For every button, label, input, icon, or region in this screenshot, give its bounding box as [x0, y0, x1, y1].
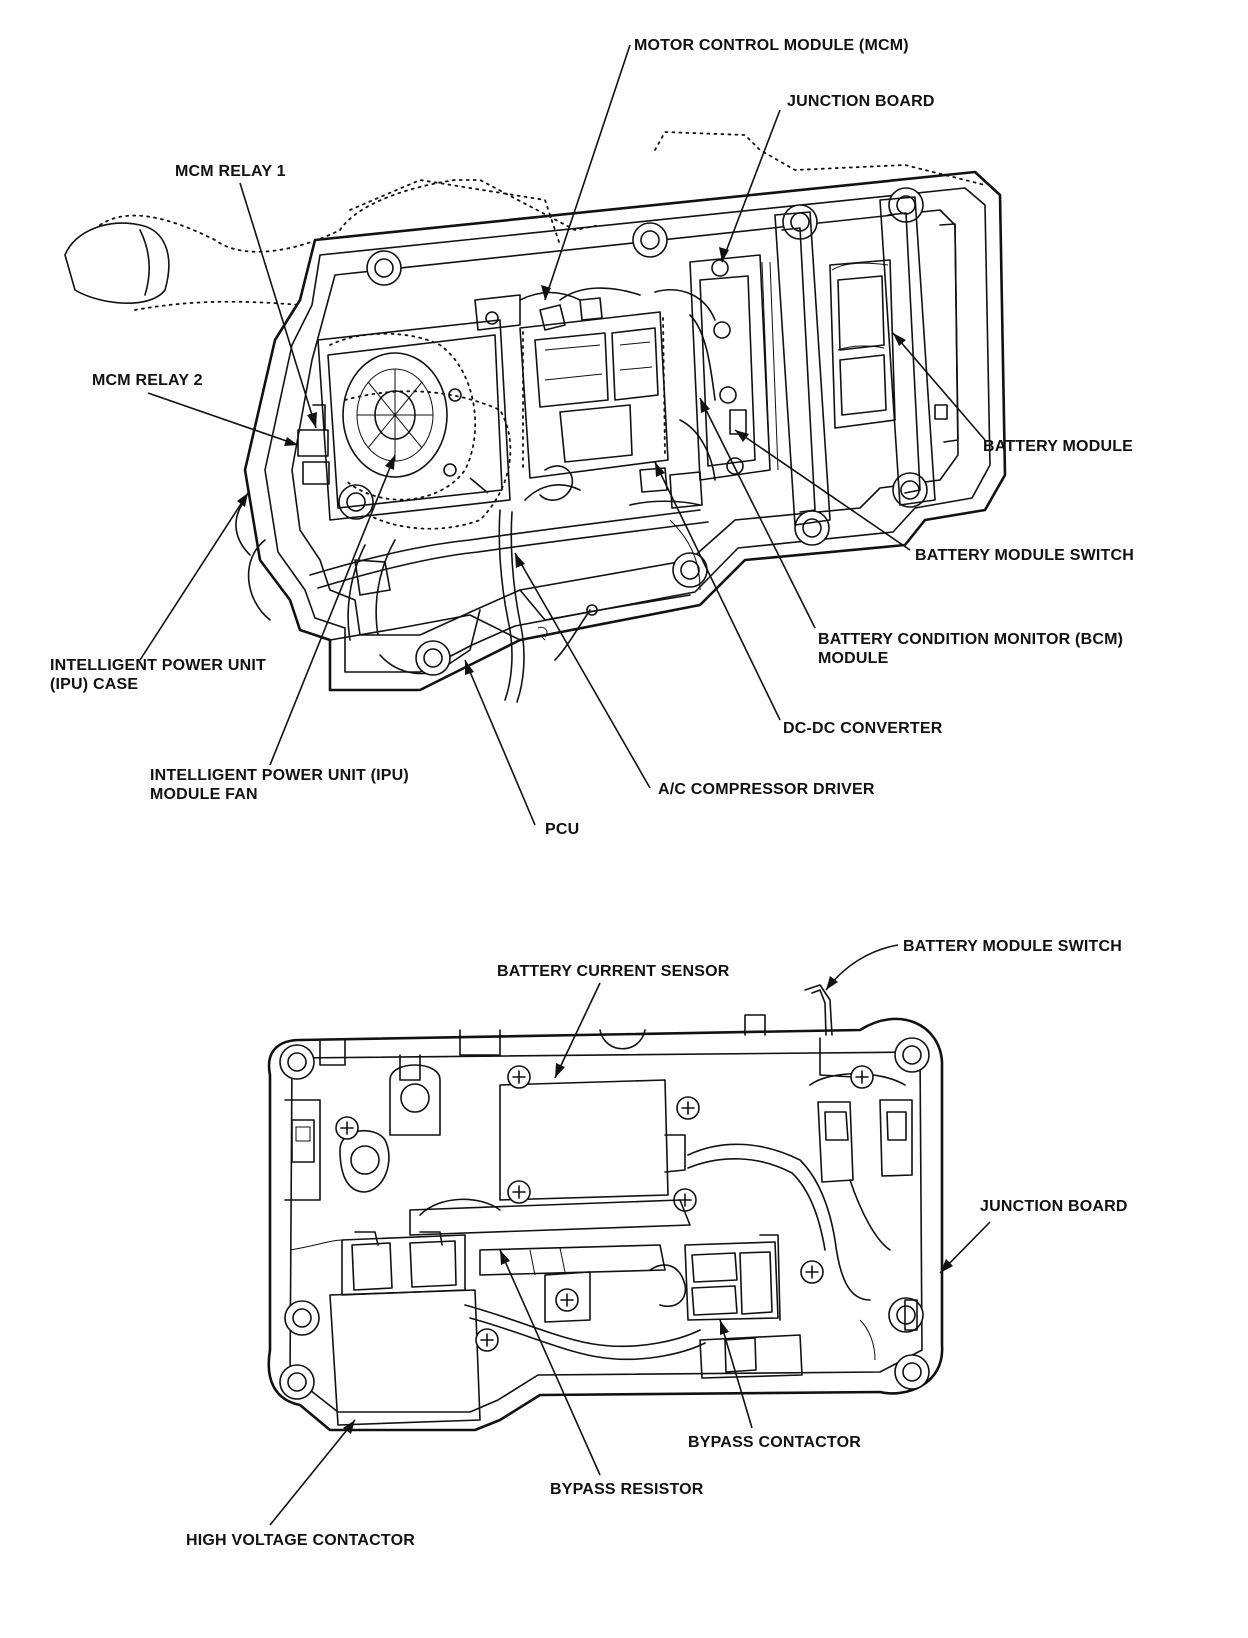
label-ipu-fan-line1: INTELLIGENT POWER UNIT (IPU)	[150, 767, 409, 784]
label-battery-module-switch-top: BATTERY MODULE SWITCH	[915, 547, 1135, 564]
label-battery-module: BATTERY MODULE	[983, 438, 1134, 455]
label-bcm-line2: MODULE	[818, 650, 889, 667]
label-mcm-relay-2: MCM RELAY 2	[92, 372, 203, 389]
label-bcm-module: BATTERY CONDITION MONITOR (BCM) MODULE	[818, 630, 1123, 668]
top-illustration-ipu-assembly	[64, 131, 1007, 703]
label-junction-board-top: JUNCTION BOARD	[787, 93, 935, 110]
label-ipu-module-fan: INTELLIGENT POWER UNIT (IPU) MODULE FAN	[150, 766, 409, 804]
label-ipu-case-line2: (IPU) CASE	[50, 676, 139, 693]
label-pcu: PCU	[545, 821, 580, 838]
label-bypass-contactor: BYPASS CONTACTOR	[688, 1434, 861, 1451]
label-junction-board-bottom: JUNCTION BOARD	[980, 1198, 1128, 1215]
label-mcm-relay-1: MCM RELAY 1	[175, 163, 286, 180]
label-ipu-fan-line2: MODULE FAN	[150, 786, 258, 803]
label-battery-current-sensor: BATTERY CURRENT SENSOR	[497, 963, 730, 980]
label-dc-dc-converter: DC-DC CONVERTER	[783, 720, 943, 737]
bottom-leader-lines	[269, 944, 991, 1526]
top-leader-lines	[139, 44, 986, 826]
bottom-illustration-junction-board	[267, 984, 944, 1432]
label-high-voltage-contactor: HIGH VOLTAGE CONTACTOR	[186, 1532, 415, 1549]
label-battery-module-switch-bottom: BATTERY MODULE SWITCH	[903, 938, 1123, 955]
label-motor-control-module: MOTOR CONTROL MODULE (MCM)	[634, 37, 909, 54]
label-ac-compressor-driver: A/C COMPRESSOR DRIVER	[658, 781, 875, 798]
label-bypass-resistor: BYPASS RESISTOR	[550, 1481, 704, 1498]
label-ipu-case-line1: INTELLIGENT POWER UNIT	[50, 657, 266, 674]
label-ipu-case: INTELLIGENT POWER UNIT (IPU) CASE	[50, 656, 266, 694]
label-bcm-line1: BATTERY CONDITION MONITOR (BCM)	[818, 631, 1124, 648]
